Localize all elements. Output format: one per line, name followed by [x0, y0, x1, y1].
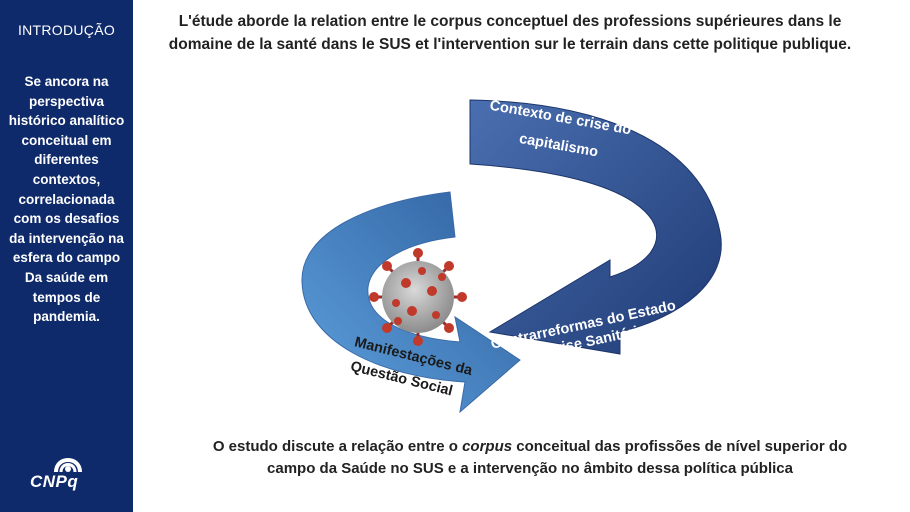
- cnpq-logo: CNPq: [28, 442, 108, 494]
- cnpq-logo-icon: [54, 458, 82, 473]
- logo-text: CNPq: [30, 472, 79, 491]
- caption-line-2: campo da Saúde no SUS e a intervenção no…: [267, 460, 793, 477]
- caption-prefix: O estudo discute a relação entre o: [212, 438, 463, 455]
- page-heading: L'étude aborde la relation entre le corp…: [168, 13, 852, 53]
- arrow-left-bottom: [301, 191, 521, 414]
- caption-emphasis: corpus: [462, 438, 513, 455]
- coronavirus-icon: [369, 248, 467, 346]
- sidebar: INTRODUÇÃO Se ancora na perspectiva hist…: [0, 0, 133, 512]
- arrow-top-right: [469, 99, 722, 355]
- caption-middle: conceitual das profissões de nível super…: [512, 438, 848, 455]
- cycle-diagram: Contexto de crise do capitalismo Contrar…: [301, 98, 722, 414]
- sidebar-title: INTRODUÇÃO: [17, 22, 116, 38]
- sidebar-text: Se ancora na perspectiva histórico analí…: [8, 74, 125, 325]
- bottom-caption: O estudo discute a relação entre o corpu…: [170, 436, 890, 480]
